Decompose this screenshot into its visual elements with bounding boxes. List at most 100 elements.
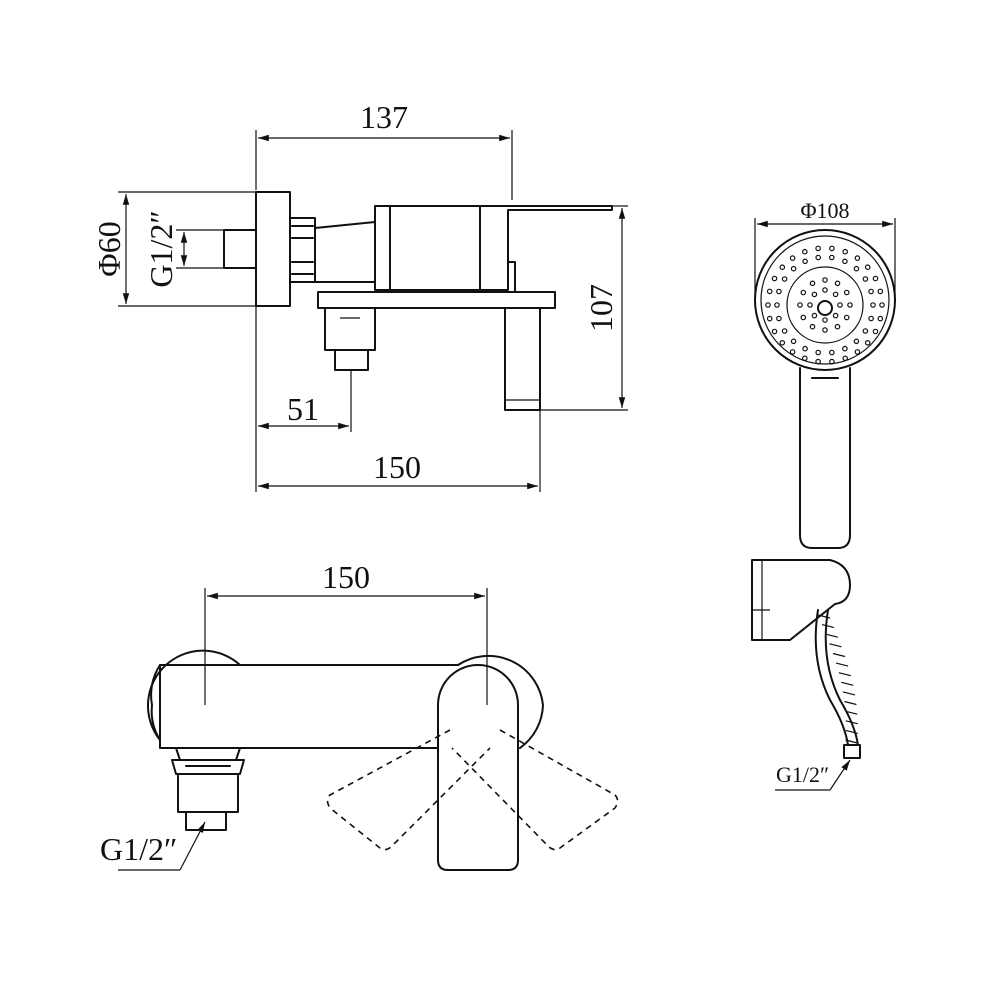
spray-hole bbox=[864, 264, 871, 271]
hose-ring bbox=[825, 633, 838, 638]
hose-ring bbox=[841, 681, 854, 686]
spray-hole bbox=[862, 276, 869, 282]
spray-hole bbox=[834, 323, 841, 330]
holder-detail bbox=[752, 560, 770, 640]
hose-outer bbox=[814, 609, 849, 746]
spray-hole bbox=[811, 312, 818, 319]
hose-ring bbox=[845, 720, 858, 725]
outlet-housing bbox=[324, 307, 376, 351]
spray-hole bbox=[829, 245, 835, 252]
wall-flange bbox=[255, 191, 291, 307]
spray-hole bbox=[802, 345, 808, 352]
spray-hole bbox=[872, 275, 879, 282]
spray-hole bbox=[781, 328, 788, 334]
spray-hole bbox=[877, 315, 884, 322]
spray-hole bbox=[771, 275, 778, 282]
shower-head-center bbox=[817, 300, 833, 316]
spout bbox=[504, 307, 541, 411]
spray-hole bbox=[853, 338, 860, 345]
spray-hole bbox=[809, 323, 816, 330]
spray-hole bbox=[842, 258, 848, 265]
leader-arrow bbox=[179, 821, 206, 871]
spray-hole bbox=[832, 291, 839, 298]
leader-arrow-shower bbox=[829, 759, 851, 791]
inlet-fitting-body bbox=[177, 773, 239, 813]
lever-dashed-right bbox=[451, 729, 619, 851]
hose-ring bbox=[844, 700, 857, 706]
lever-solid bbox=[437, 664, 519, 871]
dim-diameter: Φ60 bbox=[91, 221, 127, 276]
shower-handle bbox=[799, 367, 851, 549]
top-thread-label: G1/2″ bbox=[100, 831, 177, 867]
spray-hole bbox=[854, 255, 861, 261]
spray-hole bbox=[789, 255, 796, 261]
lever-handle bbox=[479, 205, 613, 291]
inlet-fitting-top bbox=[175, 747, 241, 761]
spray-hole bbox=[815, 254, 822, 261]
shower-head-inner-ring bbox=[786, 266, 864, 344]
spray-hole bbox=[843, 314, 850, 321]
dim-width-top: 137 bbox=[360, 99, 408, 135]
dim-thread-left: G1/2″ bbox=[143, 210, 179, 287]
spray-hole bbox=[815, 358, 821, 365]
body-connector bbox=[314, 221, 376, 283]
spray-hole bbox=[809, 280, 816, 287]
spray-hole bbox=[771, 328, 778, 335]
hose-ring bbox=[845, 739, 858, 744]
spray-hole bbox=[842, 248, 849, 255]
body-edge bbox=[374, 205, 391, 291]
spray-hole bbox=[862, 328, 869, 334]
spout-plate bbox=[317, 291, 556, 309]
spray-hole bbox=[864, 339, 871, 346]
outlet-nipple bbox=[334, 349, 369, 371]
spray-hole bbox=[822, 277, 828, 283]
spray-hole bbox=[766, 288, 773, 295]
inlet-fitting-nut bbox=[171, 759, 245, 775]
spray-hole bbox=[877, 288, 884, 295]
spray-hole bbox=[776, 288, 782, 295]
spray-hole bbox=[815, 245, 821, 252]
hex-nut bbox=[289, 217, 316, 283]
spray-hole bbox=[800, 289, 807, 296]
spray-hole bbox=[811, 291, 818, 298]
spray-hole bbox=[774, 302, 780, 308]
spray-hole bbox=[828, 254, 835, 261]
spray-hole bbox=[779, 264, 786, 271]
spray-hole bbox=[822, 287, 828, 293]
spray-hole bbox=[843, 289, 850, 296]
spray-hole bbox=[853, 265, 860, 272]
spray-hole bbox=[822, 327, 828, 333]
spray-hole bbox=[834, 280, 841, 287]
spray-hole bbox=[829, 358, 835, 365]
side-view: 137 Φ60 G1/2″ 107 51 150 bbox=[91, 99, 628, 492]
spray-hole bbox=[815, 349, 822, 356]
hose-ring bbox=[845, 710, 858, 715]
shower-head-ring bbox=[760, 235, 890, 365]
spray-hole bbox=[842, 345, 848, 352]
spray-hole bbox=[847, 302, 853, 308]
hand-shower: Φ108 G1/2″ bbox=[751, 198, 896, 791]
hose-ring bbox=[845, 729, 858, 734]
spray-hole bbox=[797, 302, 803, 308]
spray-hole bbox=[837, 302, 843, 308]
hose-inner bbox=[824, 609, 859, 746]
hose-ring bbox=[838, 672, 851, 677]
spray-hole bbox=[822, 317, 828, 323]
spray-hole bbox=[776, 315, 782, 322]
spray-hole bbox=[872, 328, 879, 335]
spray-hole bbox=[779, 339, 786, 346]
dim-inlet-offset: 51 bbox=[287, 391, 319, 427]
inlet-pipe bbox=[223, 229, 257, 269]
hose-ring bbox=[832, 652, 846, 658]
shower-thread-label: G1/2″ bbox=[776, 762, 829, 787]
spray-hole bbox=[879, 302, 885, 308]
dim-top-width: 150 bbox=[322, 559, 370, 595]
mixer-body bbox=[389, 205, 481, 291]
hose-ring bbox=[821, 624, 835, 629]
wall-holder bbox=[751, 559, 851, 641]
spray-hole bbox=[800, 314, 807, 321]
spray-hole bbox=[870, 302, 876, 308]
top-view: 150 G1/2″ bbox=[100, 559, 619, 871]
hose-ring bbox=[829, 643, 842, 648]
hose-fitting bbox=[843, 744, 861, 759]
